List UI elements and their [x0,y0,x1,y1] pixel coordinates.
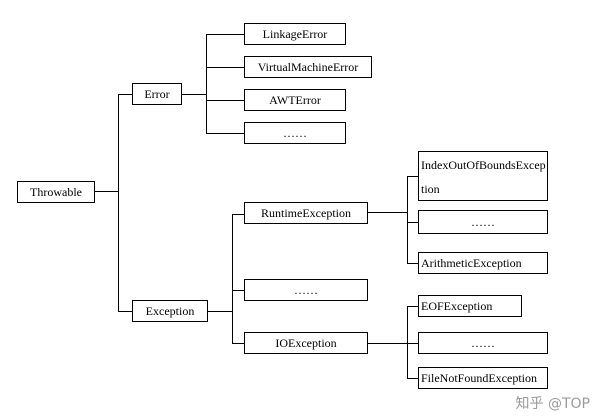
node-runtime-exception: RuntimeException [244,202,368,224]
connector [407,343,418,344]
connector [206,34,244,35]
connector [407,222,418,223]
connector [407,263,418,264]
connector [407,378,418,379]
node-error: Error [132,83,182,105]
connector [407,306,418,307]
connector [206,100,244,101]
connector [368,343,408,344]
node-virtual-machine-error: VirtualMachineError [244,56,372,78]
connector [118,311,132,312]
connector [206,67,244,68]
node-awt-error: AWTError [244,89,346,111]
node-index-out-of-bounds-exception: IndexOutOfBoundsException [418,151,548,201]
node-io-exception: IOException [244,332,368,354]
connector [206,34,207,134]
node-linkage-error: LinkageError [244,23,346,45]
node-arithmetic-exception: ArithmeticException [418,252,548,274]
node-exception: Exception [132,300,208,322]
node-throwable: Throwable [17,181,95,203]
connector [118,94,119,312]
connector [232,290,244,291]
connector [206,133,244,134]
node-error-ellipsis: …… [244,122,346,144]
connector [232,214,244,215]
connector [368,212,408,213]
node-io-ellipsis: …… [418,332,548,354]
connector [232,214,233,344]
connector [181,94,207,95]
node-exception-ellipsis: …… [244,279,368,301]
connector [407,176,408,264]
connector [407,306,408,379]
node-eof-exception: EOFException [418,295,522,317]
connector [118,94,132,95]
connector [407,176,418,177]
connector [207,311,233,312]
connector [232,343,244,344]
node-file-not-found-exception: FileNotFoundException [418,367,548,389]
node-runtime-ellipsis: …… [418,210,548,234]
watermark-text: 知乎 @TOP [515,396,590,412]
connector [95,191,119,192]
